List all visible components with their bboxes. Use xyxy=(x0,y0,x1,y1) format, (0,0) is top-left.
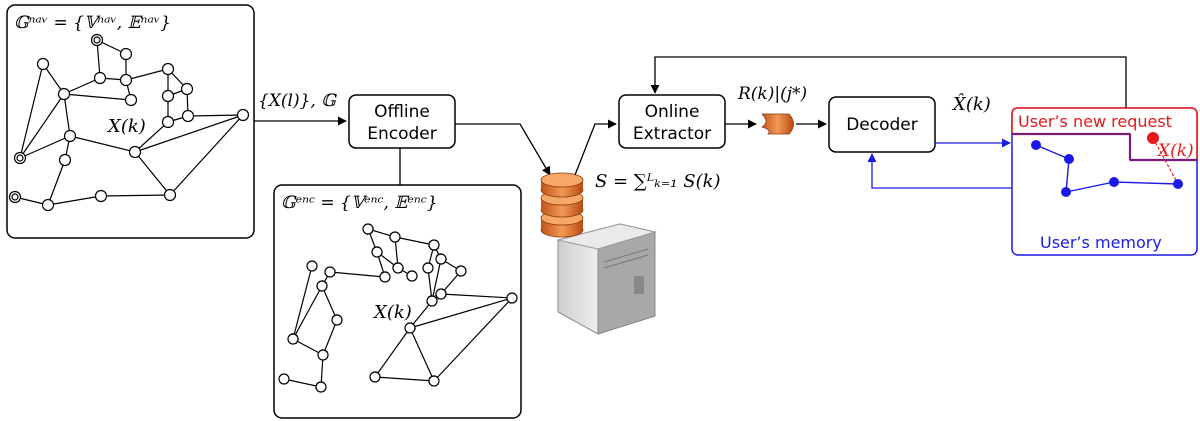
feedback-arrow xyxy=(650,56,1127,133)
enc-graph-frame xyxy=(273,184,522,419)
nav-graph-label: 𝔾ⁿᵃᵛ = {𝕍ⁿᵃᵛ, 𝔼ⁿᵃᵛ} xyxy=(14,13,171,33)
offline-encoder-label-line2: Encoder xyxy=(367,124,437,144)
new-request-node xyxy=(1147,132,1159,144)
decoded-label: X̂(k) xyxy=(951,93,991,115)
user-panel: User’s new request X(k) User’s memory xyxy=(1011,107,1198,256)
online-extractor-label-line2: Extractor xyxy=(633,124,711,144)
online-extractor-block: Online Extractor xyxy=(618,94,726,149)
memory-to-decoder-arrow xyxy=(867,153,1012,189)
online-extractor-label-line1: Online xyxy=(645,102,700,122)
offline-encoder-label-line1: Offline xyxy=(374,102,430,122)
retrieved-label: R(k)|(j*) xyxy=(737,84,807,104)
encoder-to-server-arrow xyxy=(455,123,551,176)
enc-graph-label: 𝔾ᵉⁿᶜ = {𝕍ᵉⁿᶜ, 𝔼ᵉⁿᶜ} xyxy=(281,193,438,213)
offline-encoder-block: Offline Encoder xyxy=(348,94,456,149)
server-to-extractor-arrow xyxy=(574,119,617,176)
retrieved-piece-icon xyxy=(761,113,794,135)
storage-sum-label: S = ∑ᴸₖ₌₁ S(k) xyxy=(595,171,721,192)
server-icon xyxy=(557,223,657,335)
new-request-label: User’s new request xyxy=(1018,112,1172,131)
nav-graph-xk-label: X(k) xyxy=(106,116,146,137)
nav-graph-nodes xyxy=(8,33,250,212)
input-edge-label: {X(l)}, 𝔾 xyxy=(258,91,337,111)
user-memory-graph xyxy=(1031,132,1183,197)
decoder-block: Decoder xyxy=(828,96,936,153)
decoder-label: Decoder xyxy=(846,115,918,135)
enc-graph-nodes xyxy=(278,223,518,393)
nav-graph-panel: 𝔾ⁿᵃᵛ = {𝕍ⁿᵃᵛ, 𝔼ⁿᵃᵛ} xyxy=(6,4,255,239)
database-icon xyxy=(540,172,584,238)
enc-graph-panel: 𝔾ᵉⁿᶜ = {𝕍ᵉⁿᶜ, 𝔼ᵉⁿᶜ} xyxy=(273,184,522,419)
user-memory-label: User’s memory xyxy=(1040,233,1162,252)
new-request-xk-label: X(k) xyxy=(1156,141,1194,161)
enc-graph-xk-label: X(k) xyxy=(372,302,412,323)
